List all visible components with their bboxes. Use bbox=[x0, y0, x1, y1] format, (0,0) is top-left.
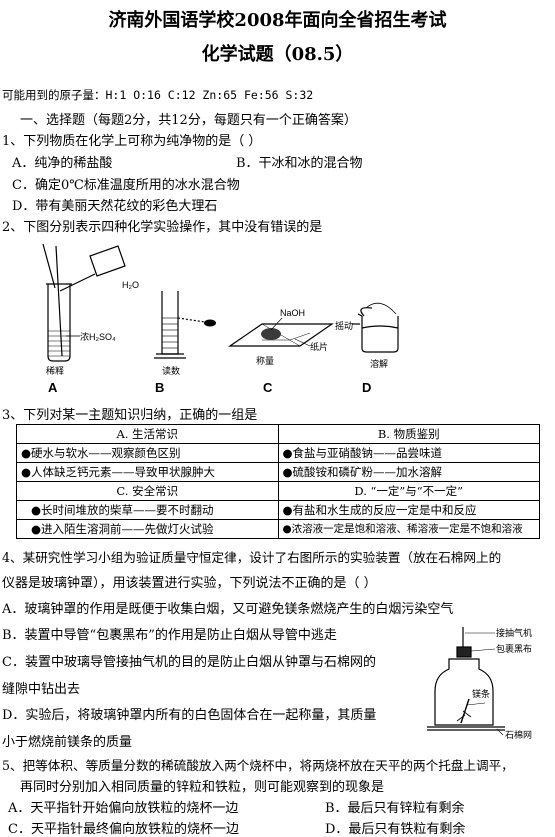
fig-b-reading bbox=[154, 291, 206, 359]
eye-icon bbox=[204, 319, 216, 327]
q5-option-b: B．最后只有锌粒有剩余 bbox=[325, 801, 465, 816]
fig-a-dilution bbox=[42, 243, 126, 362]
water-label: H₂O bbox=[122, 280, 139, 290]
q4-option-c-1: C．装置中玻璃导管接抽气机的目的是防止白烟从钟罩与石棉网的 bbox=[2, 655, 376, 670]
q4-stem-1: 4、某研究性学习小组为验证质量守恒定律，设计了右图所示的实验装置（放在石棉网上的 bbox=[2, 550, 502, 565]
q5-stem-1: 5、把等体积、等质量分数的稀硫酸放入两个烧杯中，将两烧杯放在天平的两个托盘上调平… bbox=[2, 758, 514, 773]
cell-b-head: B. 物质鉴别 bbox=[277, 424, 540, 444]
q4-option-d-2: 小于燃烧前镁条的质量 bbox=[2, 735, 133, 750]
q4-option-a: A．玻璃钟罩的作用是既便于收集白烟，又可避免镁条燃烧产生的白烟污染空气 bbox=[2, 602, 454, 617]
shake-label: 摇动 bbox=[335, 320, 353, 331]
cell-c-2: ●进入陌生溶洞前——先做灯火试验 bbox=[16, 519, 279, 539]
acid-label: 浓H₂SO₄ bbox=[80, 332, 116, 342]
q3-stem: 3、下列对某一主题知识归纳，正确的一组是 bbox=[2, 408, 258, 423]
q4-figure: 接抽气机 包裹黑布 镁条 石棉网 bbox=[427, 627, 532, 740]
fig-letter-b: B bbox=[155, 380, 164, 395]
read-label: 读数 bbox=[162, 365, 180, 376]
q1-stem: 1、下列物质在化学上可称为纯净物的是（ ） bbox=[2, 134, 262, 149]
weigh-label: 称量 bbox=[256, 355, 274, 366]
cell-a-head: A. 生活常识 bbox=[16, 424, 279, 444]
cell-b-1: ●食盐与亚硝酸钠——品尝味道 bbox=[277, 443, 540, 463]
q4-stem-2: 仪器是玻璃钟罩），用该装置进行实验，下列说法不正确的是（ ） bbox=[2, 576, 377, 591]
cell-a-2: ●人体缺乏钙元素——导致甲状腺肿大 bbox=[16, 462, 279, 482]
exam-title: 济南外国语学校2008年面向全省招生考试 bbox=[108, 10, 447, 31]
fig-letter-d: D bbox=[362, 380, 371, 395]
fig-d-dissolving bbox=[352, 302, 399, 353]
naoh-solid bbox=[261, 328, 281, 340]
q4-option-d-1: D．实验后，将玻璃钟罩内所有的白色固体合在一起称量，其质量 bbox=[2, 708, 377, 723]
cloth-label: 包裹黑布 bbox=[496, 643, 532, 654]
q5-option-d: D．最后只有铁粒有剩余 bbox=[325, 822, 466, 837]
mg-label: 镁条 bbox=[472, 688, 490, 699]
q5-option-c: C．天平指针最终偏向放铁粒的烧杯一边 bbox=[8, 822, 239, 837]
fig-letter-a: A bbox=[48, 380, 58, 395]
q5-option-a: A．天平指针开始偏向放铁粒的烧杯一边 bbox=[8, 801, 239, 816]
atomic-masses: 可能用到的原子量：H:1 O:16 C:12 Zn:65 Fe:56 S:32 bbox=[2, 88, 314, 102]
knowledge-table: A. 生活常识 B. 物质鉴别 ●硬水与软水——观察颜色区别 ●食盐与亚硝酸钠—… bbox=[16, 424, 540, 539]
q5-stem-2: 再同时分别加入相同质量的锌粒和铁粒，则可能观察到的现象是 bbox=[20, 780, 385, 795]
q4-option-c-2: 缝隙中钻出去 bbox=[2, 682, 81, 697]
q2-figure: H₂O 浓H₂SO₄ 稀释 读数 NaOH 纸片 称量 摇动 溶解 A B C bbox=[42, 243, 399, 395]
q1-option-d: D．带有美丽天然花纹的彩色大理石 bbox=[12, 199, 218, 214]
exam-subtitle: 化学试题（08.5） bbox=[201, 44, 354, 65]
dissolve-label: 溶解 bbox=[370, 358, 388, 369]
q2-stem: 2、下图分别表示四种化学实验操作，其中没有错误的是 bbox=[2, 220, 323, 235]
paper-label: 纸片 bbox=[310, 341, 328, 352]
cell-d-head: D. “一定”与“不一定” bbox=[277, 481, 540, 501]
naoh-label: NaOH bbox=[280, 308, 305, 318]
q1-option-b: B．干冰和冰的混合物 bbox=[236, 156, 363, 171]
cell-a-1: ●硬水与软水——观察颜色区别 bbox=[16, 443, 279, 463]
cell-c-head: C. 安全常识 bbox=[16, 481, 279, 501]
q1-option-c: C．确定0℃标准温度所用的冰水混合物 bbox=[12, 178, 240, 193]
q4-option-b: B．装置中导管“包裹黑布”的作用是防止白烟从导管中逃走 bbox=[2, 628, 337, 643]
cell-b-2: ●硫酸铵和磷矿粉——加水溶解 bbox=[277, 462, 540, 482]
cell-c-1: ●长时间堆放的柴草——要不时翻动 bbox=[16, 500, 279, 520]
cell-d-1: ●有盐和水生成的反应一定是中和反应 bbox=[277, 500, 540, 520]
q1-option-a: A．纯净的稀盐酸 bbox=[12, 156, 113, 171]
fig-letter-c: C bbox=[263, 380, 273, 395]
pump-label: 接抽气机 bbox=[496, 627, 532, 638]
fig-c-weighing bbox=[228, 323, 334, 347]
section-heading: 一、选择题（每题2分，共12分，每题只有一个正确答案） bbox=[20, 113, 357, 128]
net-label: 石棉网 bbox=[505, 729, 532, 740]
cell-d-2: ●浓溶液一定是饱和溶液、稀溶液一定是不饱和溶液 bbox=[277, 519, 540, 539]
dilute-label: 稀释 bbox=[46, 365, 64, 376]
